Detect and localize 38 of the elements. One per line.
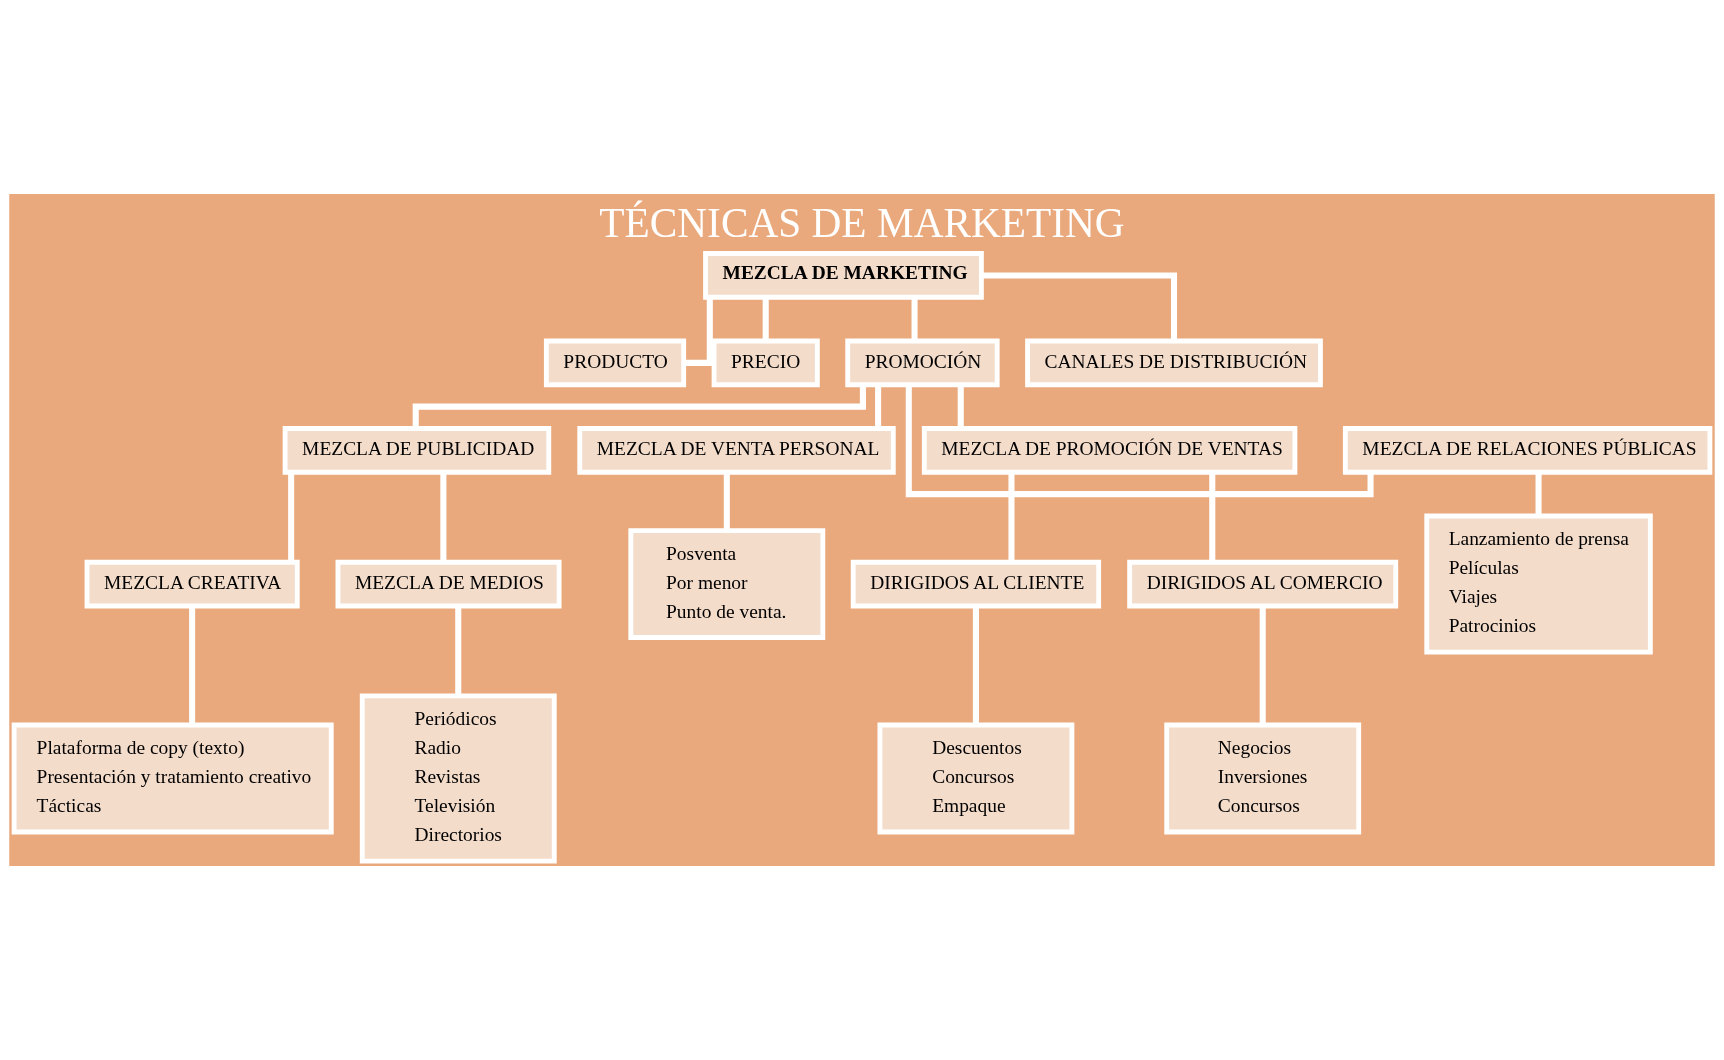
connector (455, 606, 462, 696)
node-box: DIRIGIDOS AL CLIENTE (850, 559, 1102, 609)
node-box: PRECIO (711, 338, 820, 388)
node-box: MEZCLA DE PROMOCIÓN DE VENTAS (921, 426, 1298, 475)
connector (911, 297, 918, 341)
node-box: MEZCLA DE RELACIONES PÚBLICAS (1342, 426, 1713, 475)
node-box: PRODUCTO (543, 338, 687, 388)
connector (762, 297, 769, 341)
node-box: Negocios Inversiones Concursos (1164, 722, 1362, 835)
connector (875, 385, 882, 429)
node-box: MEZCLA DE PUBLICIDAD (282, 426, 552, 475)
connector (440, 472, 447, 562)
node-box: PROMOCIÓN (845, 338, 1000, 388)
node-box: MEZCLA CREATIVA (84, 559, 300, 609)
connector (723, 472, 730, 531)
connector (1535, 472, 1542, 516)
node-box: Lanzamiento de prensa Películas Viajes Patrocinios (1424, 513, 1653, 655)
connector (1259, 606, 1266, 725)
node-box: Periódicos Radio Revistas Televisión Directorios (359, 693, 557, 864)
node-box: CANALES DE DISTRIBUCIÓN (1025, 338, 1323, 388)
connector (905, 385, 1374, 498)
connector (683, 297, 713, 366)
node-box: MEZCLA DE MARKETING (703, 251, 984, 300)
node-box: MEZCLA DE VENTA PERSONAL (577, 426, 896, 475)
connector (189, 606, 196, 725)
connector (957, 385, 964, 429)
connector (1209, 472, 1216, 562)
node-box: Posventa Por menor Punto de venta. (628, 528, 826, 640)
connector (412, 385, 866, 428)
node-box: MEZCLA DE MEDIOS (335, 559, 562, 609)
node-box: DIRIGIDOS AL COMERCIO (1127, 559, 1399, 609)
connector (981, 272, 1178, 341)
node-box: Descuentos Concursos Empaque (877, 722, 1075, 835)
diagram-title: TÉCNICAS DE MARKETING (599, 199, 1125, 246)
connector (1008, 472, 1015, 562)
connector (972, 606, 979, 725)
connector (288, 472, 295, 562)
node-box: Plataforma de copy (texto) Presentación y tratamiento creativo Tácticas (11, 722, 334, 835)
